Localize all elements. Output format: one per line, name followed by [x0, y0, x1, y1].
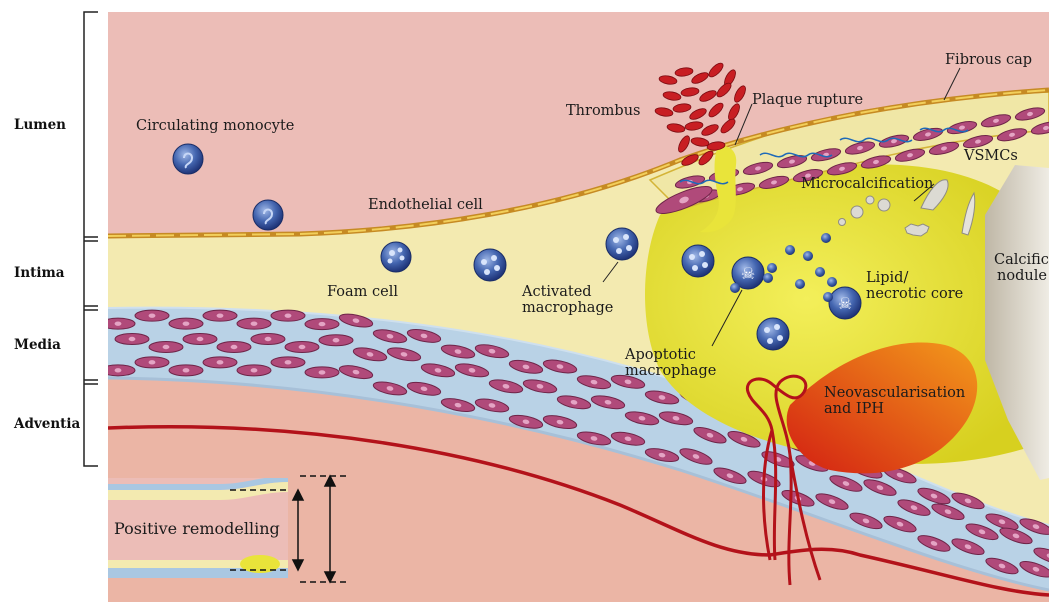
label-foam-cell: Foam cell: [327, 284, 398, 300]
label-fibrous-cap: Fibrous cap: [945, 52, 1032, 68]
svg-text:☠: ☠: [838, 294, 852, 313]
foam-cell: [381, 242, 411, 272]
vsmc: [237, 318, 271, 329]
vsmc: [169, 365, 203, 376]
vsmc: [271, 357, 305, 368]
vsmc: [101, 365, 135, 376]
label-circulating-monocyte: Circulating monocyte: [136, 118, 294, 134]
vsmc: [237, 365, 271, 376]
vsmc: [203, 357, 237, 368]
label-positive-remodelling: Positive remodelling: [114, 521, 280, 537]
layer-label-lumen: Lumen: [14, 117, 66, 133]
activated-macrophage-3: [682, 245, 714, 277]
vsmc: [305, 367, 339, 378]
label-lipid-2: necrotic core: [866, 286, 963, 302]
label-lipid-1: Lipid/: [866, 270, 908, 286]
label-endothelial-cell: Endothelial cell: [368, 197, 483, 213]
vsmc: [115, 334, 149, 345]
label-plaque-rupture: Plaque rupture: [752, 92, 863, 108]
label-neovasc-1: Neovascularisation: [824, 385, 965, 401]
label-activated-macrophage-1: Activated: [522, 284, 592, 300]
vsmc: [135, 357, 169, 368]
label-vsmcs: VSMCs: [964, 148, 1018, 164]
vsmc: [305, 319, 339, 330]
label-microcalcification: Microcalcification: [801, 176, 933, 192]
label-thrombus: Thrombus: [566, 103, 640, 119]
vsmc: [285, 342, 319, 353]
activated-macrophage-2: [606, 228, 638, 260]
layer-label-media: Media: [14, 337, 61, 353]
vsmc: [183, 334, 217, 345]
layer-label-adventia: Adventia: [14, 416, 80, 432]
vsmc: [271, 310, 305, 321]
vsmc: [149, 342, 183, 353]
svg-text:☠: ☠: [741, 264, 755, 283]
vsmc: [319, 335, 353, 346]
vsmc: [203, 310, 237, 321]
vsmc: [217, 342, 251, 353]
circulating-monocyte-1: [173, 144, 203, 174]
vsmc: [251, 334, 285, 345]
label-calcific-1: Calcific: [994, 252, 1049, 268]
activated-macrophage-1: [474, 249, 506, 281]
vsmc: [135, 310, 169, 321]
label-apoptotic-2: macrophage: [625, 363, 716, 379]
layer-label-intima: Intima: [14, 265, 65, 281]
label-calcific-2: nodule: [997, 268, 1047, 284]
label-activated-macrophage-2: macrophage: [522, 300, 613, 316]
label-apoptotic-1: Apoptotic: [625, 347, 696, 363]
circulating-monocyte-2: [253, 200, 283, 230]
label-neovasc-2: and IPH: [824, 401, 884, 417]
layer-bracket: [84, 12, 98, 466]
activated-macrophage-4: [757, 318, 789, 350]
vsmc: [169, 318, 203, 329]
vsmc: [101, 318, 135, 329]
